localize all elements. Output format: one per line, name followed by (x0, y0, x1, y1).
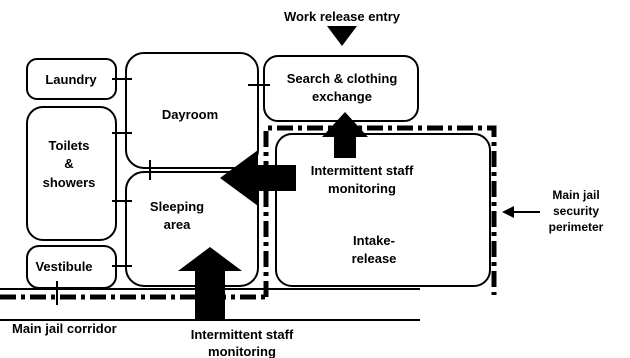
security-perimeter-line (263, 125, 497, 297)
toilets-label-line2: & (64, 156, 73, 171)
vestibule-label: Vestibule (35, 259, 92, 274)
staff-monitor-left-arrow (220, 150, 296, 206)
toilets-label-line1: Toilets (49, 138, 90, 153)
perimeter-label-line1: Main jail (552, 188, 599, 202)
sleeping-label-line1: Sleeping (150, 199, 204, 214)
staff-monitor-right-line1: Intermittent staff (311, 163, 414, 178)
intake-label-line1: Intake- (353, 233, 395, 248)
corridor-label: Main jail corridor (12, 321, 117, 336)
dayroom (125, 52, 259, 169)
intake-release-room (275, 133, 491, 287)
perimeter-pointer-arrowhead (502, 206, 514, 218)
sleeping-area-room (125, 171, 259, 287)
dayroom-label: Dayroom (162, 107, 218, 122)
sleeping-label-line2: area (164, 217, 192, 232)
perimeter-label-line2: security (553, 204, 599, 218)
intake-label-line2: release (352, 251, 397, 266)
staff-monitor-bottom-arrow (178, 247, 242, 321)
work-release-entry-label: Work release entry (284, 9, 401, 24)
staff-monitor-bottom-line1: Intermittent staff (191, 327, 294, 342)
laundry-label: Laundry (45, 72, 97, 87)
staff-monitor-bottom-line2: monitoring (208, 344, 276, 358)
work-release-entry-arrow (327, 26, 357, 46)
staff-monitor-up-arrow (322, 112, 368, 158)
search-label-line1: Search & clothing (287, 71, 398, 86)
perimeter-label-line3: perimeter (549, 220, 604, 234)
staff-monitor-right-line2: monitoring (328, 181, 396, 196)
toilets-label-line3: showers (43, 175, 96, 190)
toilets-showers-room (26, 106, 117, 241)
search-label-line2: exchange (312, 89, 372, 104)
